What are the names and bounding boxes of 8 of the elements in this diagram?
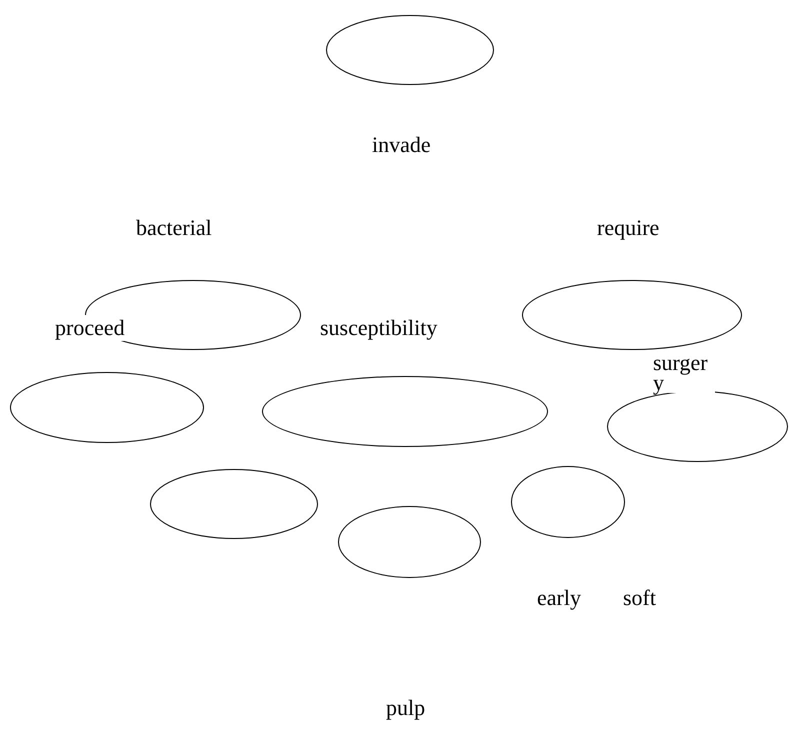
ellipse-shape <box>326 15 494 85</box>
ellipse-shape <box>511 466 625 538</box>
ellipse-shape <box>338 506 481 578</box>
word-label: proceed <box>55 315 125 341</box>
ellipse-shape <box>522 280 742 350</box>
ellipse-shape <box>10 372 204 443</box>
ellipse-shape <box>150 469 318 539</box>
ellipse-shape <box>262 376 548 447</box>
